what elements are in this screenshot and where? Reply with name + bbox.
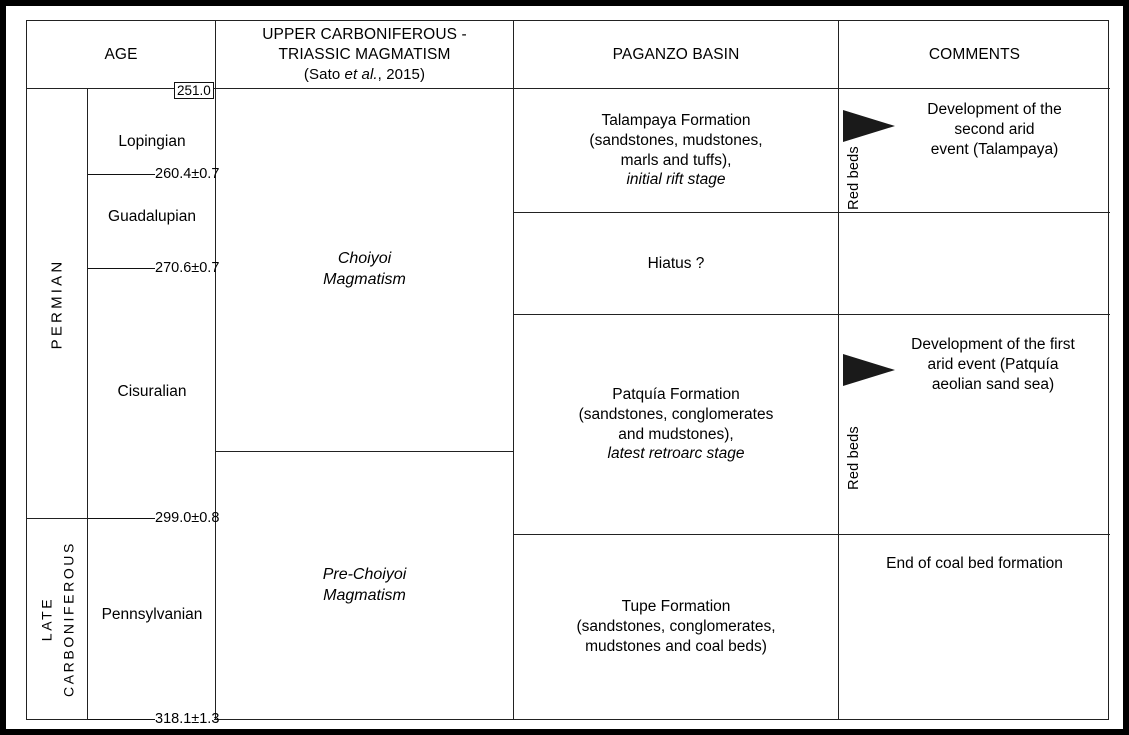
comments-cell-empty-hiatus bbox=[839, 213, 1110, 315]
paganzo-patquia-name: Patquía Formation bbox=[612, 385, 740, 403]
column-header-magmatism-line1: UPPER CARBONIFEROUS - bbox=[262, 26, 467, 44]
column-header-age-label: AGE bbox=[104, 45, 138, 63]
period-label-late-carboniferous: LATE CARBONIFEROUS bbox=[36, 541, 79, 697]
epoch-label-guadalupian-text: Guadalupian bbox=[108, 208, 196, 226]
comments-cell-end-of-coal: End of coal bed formation bbox=[839, 535, 1110, 719]
paganzo-patquia-lith2: and mudstones), bbox=[618, 425, 734, 443]
boundary-tick-318 bbox=[88, 719, 160, 720]
column-header-magmatism-citation: (Sato et al., 2015) bbox=[304, 65, 425, 84]
period-label-late: LATE bbox=[38, 596, 55, 642]
boundary-age-260: 260.4±0.7 bbox=[155, 166, 219, 182]
paganzo-unit-patquia: Patquía Formation (sandstones, conglomer… bbox=[514, 315, 839, 535]
column-header-magmatism-line2: TRIASSIC MAGMATISM bbox=[278, 45, 451, 63]
boundary-age-270: 270.6±0.7 bbox=[155, 260, 219, 276]
boundary-age-270-text: 270.6±0.7 bbox=[155, 260, 220, 276]
triangle-right-icon-1 bbox=[843, 110, 895, 142]
paganzo-unit-talampaya: Talampaya Formation (sandstones, mudston… bbox=[514, 89, 839, 213]
magmatism-choiyoi-line1: Choiyoi bbox=[337, 250, 392, 268]
red-beds-label-1-text: Red beds bbox=[846, 146, 862, 210]
column-header-magmatism: UPPER CARBONIFEROUS - TRIASSIC MAGMATISM… bbox=[216, 21, 514, 89]
boundary-age-318: 318.1±1.3 bbox=[155, 711, 219, 727]
paganzo-unit-hiatus: Hiatus ? bbox=[514, 213, 839, 315]
paganzo-tupe-lith1: (sandstones, conglomerates, bbox=[576, 618, 776, 636]
paganzo-hiatus-name: Hiatus ? bbox=[647, 254, 705, 272]
boundary-age-251: 251.0 bbox=[174, 82, 214, 99]
citation-post: , 2015) bbox=[377, 65, 426, 83]
magmatism-pre-choiyoi-line1: Pre-Choiyoi bbox=[322, 565, 407, 583]
comments-2-line2: arid event (Patquía bbox=[927, 356, 1059, 374]
citation-pre: (Sato bbox=[303, 65, 345, 83]
comments-3-line1: End of coal bed formation bbox=[886, 555, 1063, 572]
magmatism-pre-choiyoi-line2: Magmatism bbox=[323, 586, 406, 604]
column-header-age: AGE bbox=[27, 21, 216, 89]
magmatism-cell-choiyoi: Choiyoi Magmatism bbox=[216, 89, 514, 452]
comments-1-line2: second arid bbox=[954, 121, 1035, 139]
boundary-age-318-text: 318.1±1.3 bbox=[155, 711, 220, 727]
comments-1-line3: event (Talampaya) bbox=[930, 140, 1059, 158]
column-header-comments-label: COMMENTS bbox=[928, 45, 1021, 63]
comments-1-line1: Development of the bbox=[927, 101, 1062, 119]
boundary-age-251-text: 251.0 bbox=[177, 83, 211, 98]
magmatism-choiyoi-line2: Magmatism bbox=[323, 271, 406, 288]
comments-text-second-arid-event: Development of the second arid event (Ta… bbox=[879, 97, 1110, 163]
comments-2-line3: aeolian sand sea) bbox=[931, 375, 1055, 393]
paganzo-patquia-stage: latest retroarc stage bbox=[607, 445, 745, 463]
boundary-tick-270 bbox=[88, 268, 160, 269]
boundary-tick-299 bbox=[88, 518, 160, 519]
period-cell-late-carboniferous bbox=[27, 518, 88, 719]
epoch-label-lopingian-text: Lopingian bbox=[118, 133, 186, 151]
red-beds-label-1: Red beds bbox=[846, 146, 862, 210]
epoch-label-cisuralian: Cisuralian bbox=[88, 379, 216, 405]
column-header-paganzo-label: PAGANZO BASIN bbox=[612, 45, 740, 63]
paganzo-tupe-name: Tupe Formation bbox=[621, 598, 731, 616]
comments-text-first-arid-event: Development of the first arid event (Pat… bbox=[876, 332, 1110, 398]
paganzo-talampaya-stage: initial rift stage bbox=[626, 171, 726, 189]
epoch-label-lopingian: Lopingian bbox=[88, 129, 216, 155]
epoch-label-guadalupian: Guadalupian bbox=[88, 204, 216, 230]
boundary-age-299-text: 299.0±0.8 bbox=[155, 510, 220, 526]
period-label-permian: PERMIAN bbox=[49, 259, 66, 350]
boundary-age-260-text: 260.4±0.7 bbox=[155, 166, 220, 182]
paganzo-patquia-lith1: (sandstones, conglomerates bbox=[578, 405, 774, 423]
boundary-tick-260 bbox=[88, 174, 160, 175]
period-label-carboniferous: CARBONIFEROUS bbox=[60, 541, 76, 697]
paganzo-tupe-lith2: mudstones and coal beds) bbox=[585, 637, 767, 655]
period-label-permian-text: PERMIAN bbox=[48, 258, 66, 350]
red-beds-label-2-text: Red beds bbox=[846, 426, 862, 490]
period-cell-permian bbox=[27, 89, 88, 518]
comments-cell-second-arid-event bbox=[839, 89, 1110, 213]
citation-etal: et al. bbox=[344, 65, 378, 83]
comments-cell-first-arid-event bbox=[839, 315, 1110, 535]
comments-2-line1: Development of the first bbox=[911, 336, 1075, 354]
magmatism-cell-pre-choiyoi: Pre-Choiyoi Magmatism bbox=[216, 452, 514, 719]
column-header-paganzo: PAGANZO BASIN bbox=[514, 21, 839, 89]
triangle-right-icon-2 bbox=[843, 354, 895, 386]
red-beds-label-2: Red beds bbox=[846, 426, 862, 490]
column-header-comments: COMMENTS bbox=[839, 21, 1110, 89]
paganzo-unit-tupe: Tupe Formation (sandstones, conglomerate… bbox=[514, 535, 839, 719]
paganzo-talampaya-name: Talampaya Formation bbox=[601, 111, 751, 129]
chronostratigraphic-chart: AGE UPPER CARBONIFEROUS - TRIASSIC MAGMA… bbox=[26, 20, 1110, 727]
boundary-age-299: 299.0±0.8 bbox=[155, 510, 219, 526]
epoch-label-cisuralian-text: Cisuralian bbox=[117, 383, 187, 401]
paganzo-talampaya-lith1: (sandstones, mudstones, bbox=[589, 131, 763, 149]
epoch-label-pennsylvanian: Pennsylvanian bbox=[88, 602, 216, 628]
epoch-label-pennsylvanian-text: Pennsylvanian bbox=[101, 606, 203, 624]
epoch-cell-lopingian bbox=[88, 89, 216, 719]
paganzo-talampaya-lith2: marls and tuffs), bbox=[620, 151, 732, 169]
